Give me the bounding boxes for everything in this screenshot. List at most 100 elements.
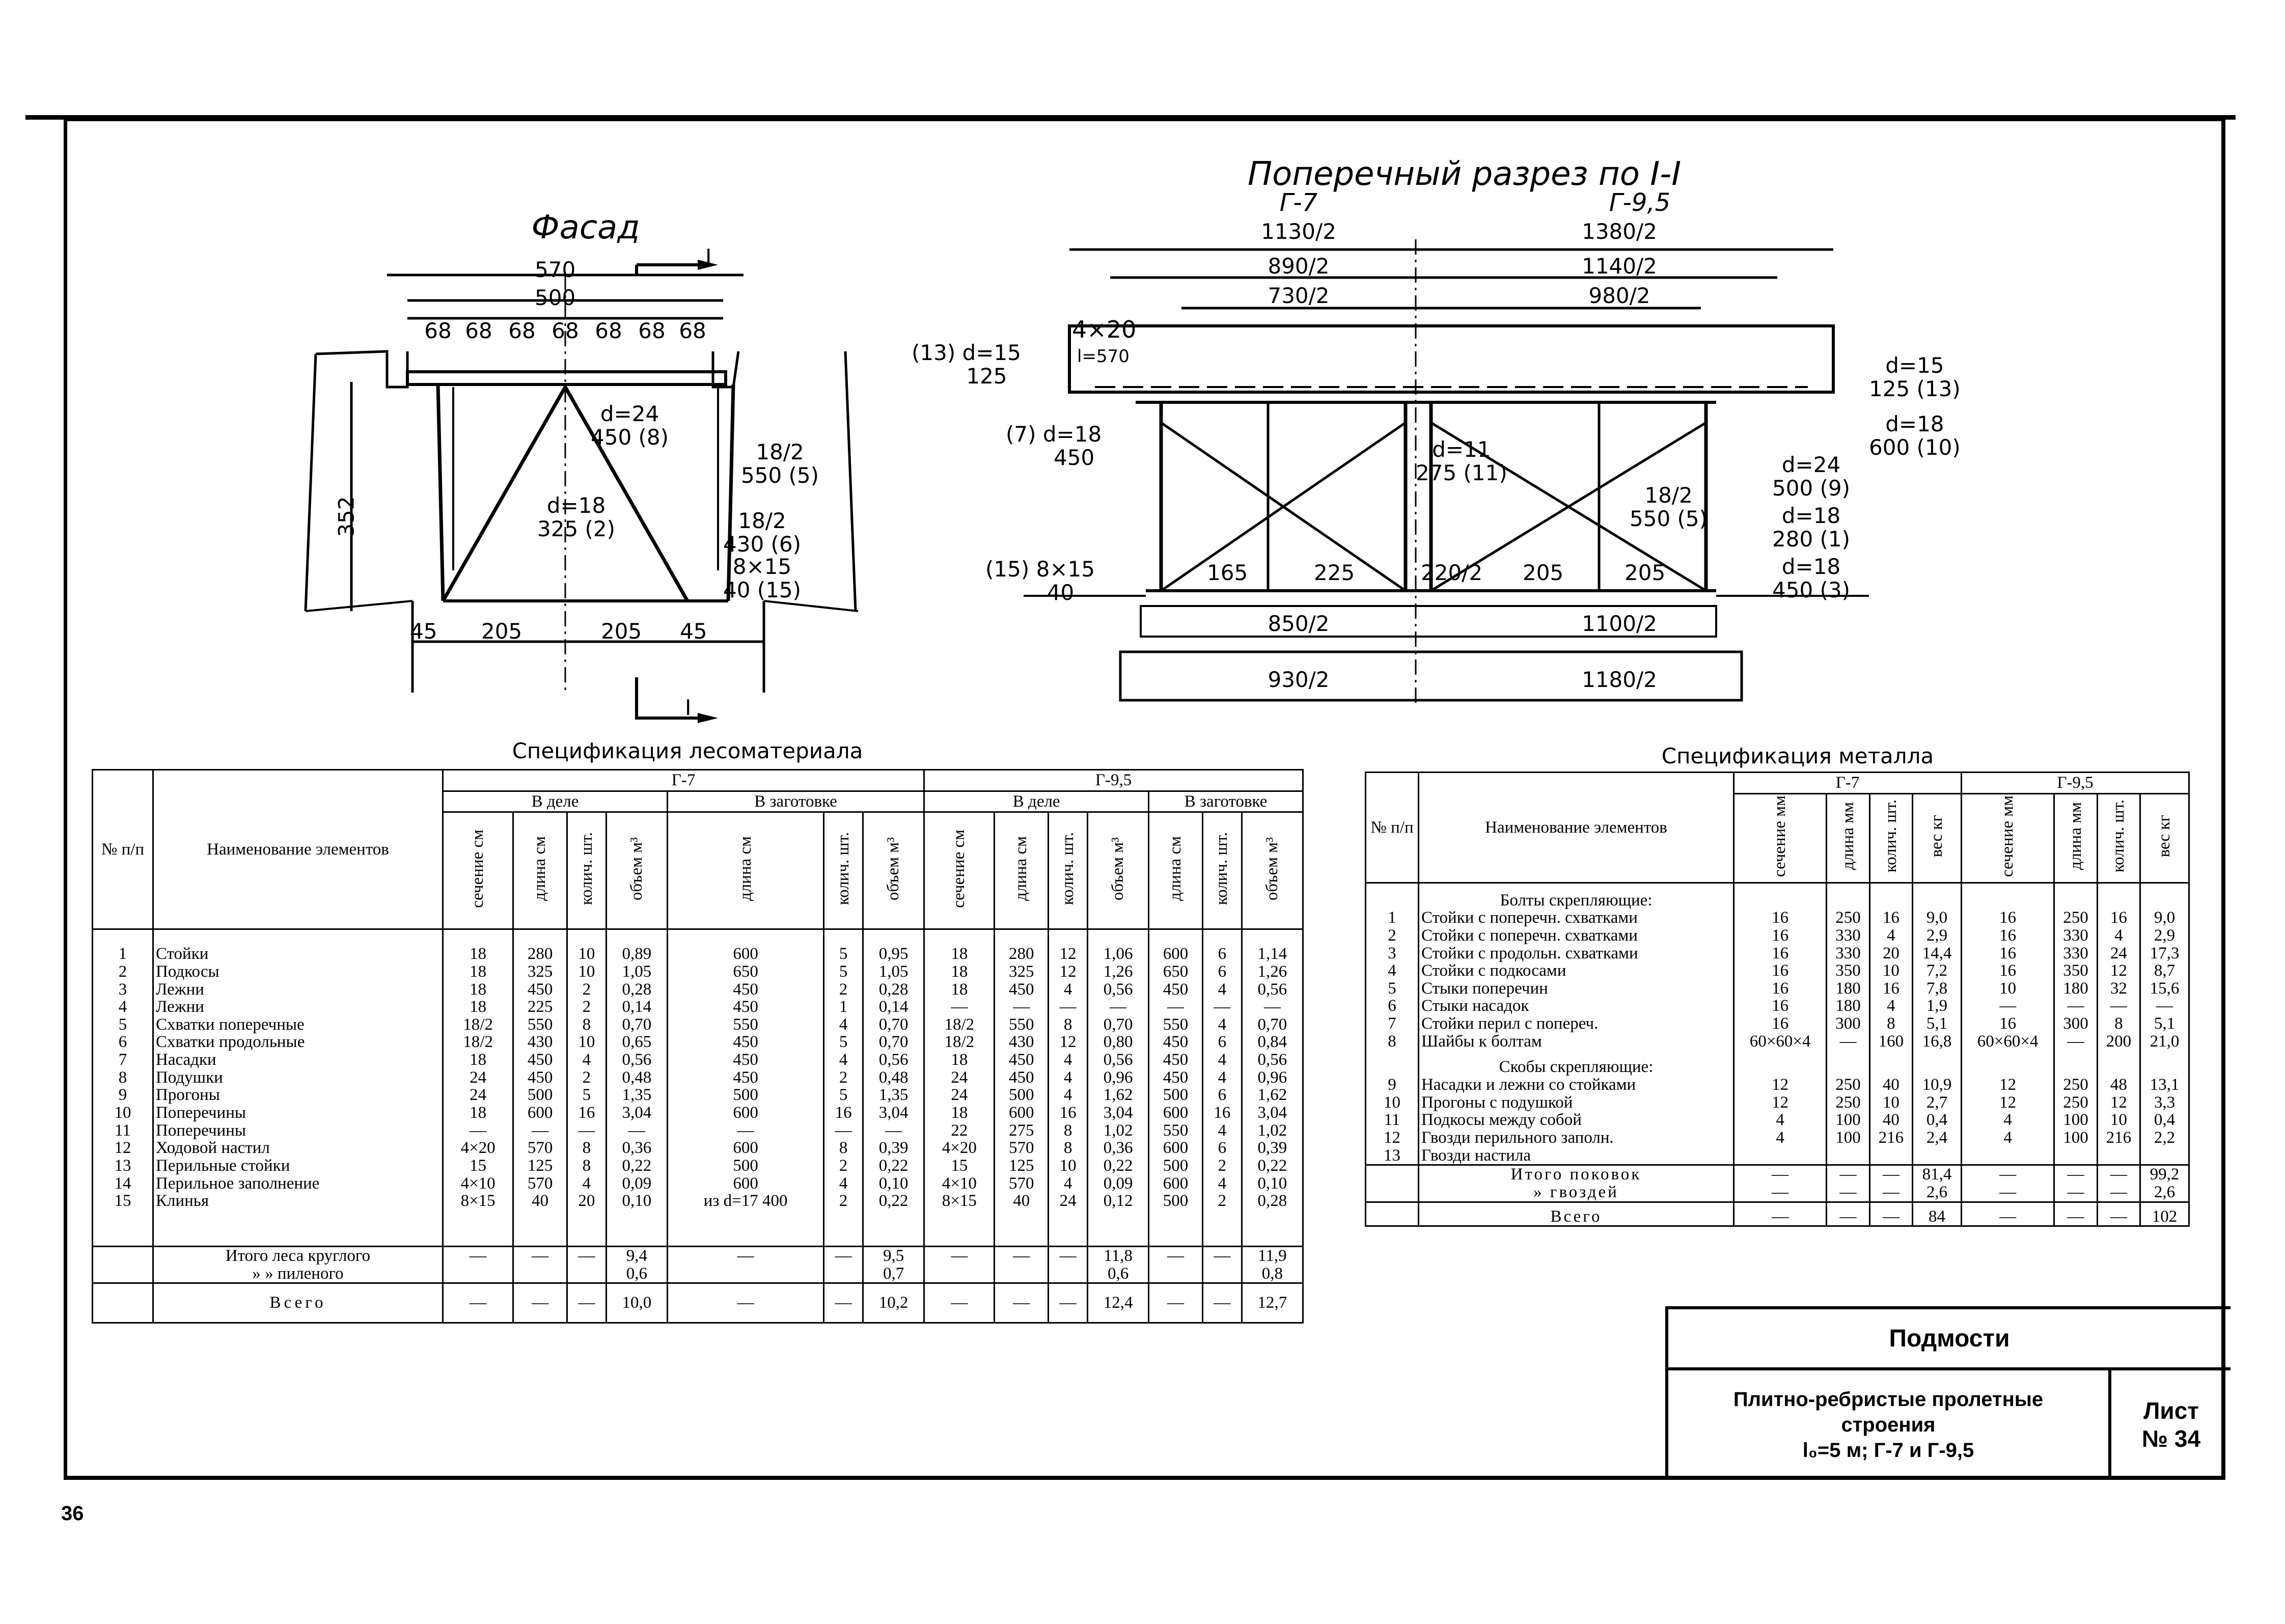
cell: 9,0 bbox=[1912, 909, 1962, 927]
cell: 4 bbox=[1365, 962, 1419, 980]
cell: 0,14 bbox=[862, 998, 925, 1016]
cell: 2 bbox=[566, 980, 607, 999]
cell: 0,10 bbox=[862, 1174, 925, 1193]
facade-dim: 68 bbox=[552, 318, 579, 343]
grand-total-row: Всего———84———102 bbox=[1365, 1201, 2190, 1227]
cell: 8 bbox=[1048, 1016, 1089, 1034]
cell: 2,7 bbox=[1912, 1094, 1962, 1112]
cell: 4 bbox=[1048, 1174, 1089, 1193]
cell: — bbox=[1201, 1245, 1243, 1265]
element-name: Схватки поперечные bbox=[152, 1016, 444, 1034]
cell: 570 bbox=[512, 1139, 568, 1157]
cell: — bbox=[442, 1245, 514, 1265]
cell: 8 bbox=[1048, 1122, 1089, 1140]
cell: 1,05 bbox=[862, 963, 925, 981]
col-sec: сечение мм bbox=[1732, 792, 1828, 884]
col-g95-blank: В заготовке bbox=[1148, 790, 1304, 813]
cross-dim: 730/2 bbox=[1268, 283, 1330, 308]
element-name: Подкосы между собой bbox=[1418, 1111, 1735, 1129]
cross-dim: 1140/2 bbox=[1582, 254, 1657, 279]
cell: 0,4 bbox=[2139, 1111, 2190, 1129]
cell: 3,3 bbox=[2139, 1094, 2190, 1112]
cell: 4 bbox=[823, 1051, 864, 1069]
element-name: Перильное заполнение bbox=[152, 1174, 444, 1193]
cell: 450 bbox=[994, 1069, 1050, 1087]
element-name: Стойки с поперечн. схватками bbox=[1418, 909, 1735, 927]
cell: — bbox=[823, 1282, 864, 1324]
cell: 84 bbox=[1912, 1201, 1962, 1227]
cell: 4 bbox=[823, 1016, 864, 1034]
element-name: Лежни bbox=[152, 980, 444, 999]
cell: 48 bbox=[2096, 1076, 2141, 1094]
element-name: Прогоны с подушкой bbox=[1418, 1094, 1735, 1112]
cell: 18 bbox=[442, 929, 514, 963]
col-g95: Г-9,5 bbox=[923, 769, 1304, 792]
cell: 16 bbox=[1732, 927, 1828, 945]
cell: 6 bbox=[1201, 1086, 1243, 1105]
cell bbox=[1048, 1264, 1089, 1283]
col-num: № п/п bbox=[92, 768, 154, 930]
facade-dim: 352 bbox=[334, 496, 359, 537]
cell: 0,96 bbox=[1087, 1069, 1150, 1087]
cell: 2,9 bbox=[1912, 927, 1962, 945]
cell: 4 bbox=[1868, 997, 1914, 1015]
col-qty: колич. шт. bbox=[823, 811, 864, 930]
cell: 7,2 bbox=[1912, 962, 1962, 980]
cell: 550 bbox=[1148, 1122, 1203, 1140]
cell: 10 bbox=[566, 963, 607, 981]
cell: 12 bbox=[1048, 1033, 1089, 1052]
cell: 5 bbox=[823, 1086, 864, 1105]
total-label: Всего bbox=[1418, 1201, 1735, 1227]
cell: 0,4 bbox=[1912, 1111, 1962, 1129]
cell: 0,28 bbox=[1241, 1192, 1304, 1210]
cell: 5 bbox=[823, 963, 864, 981]
cell: 16 bbox=[1732, 980, 1828, 998]
cell: 8 bbox=[1048, 1139, 1089, 1157]
cell: 16 bbox=[1732, 1015, 1828, 1033]
cell: 2 bbox=[566, 998, 607, 1016]
col-len: длина см bbox=[512, 811, 568, 930]
cell: — bbox=[1868, 1183, 1914, 1202]
cross-dim: 930/2 bbox=[1268, 667, 1330, 692]
cell: 0,56 bbox=[1087, 980, 1150, 999]
cell: 18 bbox=[442, 1051, 514, 1069]
cell bbox=[566, 1264, 607, 1283]
element-name: Стойки с подкосами bbox=[1418, 962, 1735, 980]
cell: 7,8 bbox=[1912, 980, 1962, 998]
col-qty: колич. шт. bbox=[1201, 811, 1243, 930]
cell: 3 bbox=[1365, 944, 1419, 962]
cell: 4 bbox=[2096, 927, 2141, 945]
cell: 40 bbox=[1868, 1111, 1914, 1129]
cell: — bbox=[1148, 1245, 1203, 1265]
cell: 2 bbox=[1201, 1157, 1243, 1175]
cell: — bbox=[994, 1282, 1050, 1324]
cell: 8×15 bbox=[442, 1192, 514, 1210]
facade-section-mark-top: I bbox=[705, 244, 712, 269]
cell bbox=[1148, 1264, 1203, 1283]
cell: 4 bbox=[1201, 1122, 1243, 1140]
facade-section-mark-bottom: I bbox=[685, 695, 692, 720]
cell: 5 bbox=[92, 1016, 154, 1034]
cell: — bbox=[566, 1282, 607, 1324]
cell: 500 bbox=[666, 1157, 825, 1175]
cell: 250 bbox=[1826, 909, 1870, 927]
cell: 500 bbox=[1148, 1086, 1203, 1105]
cell: 18 bbox=[442, 998, 514, 1016]
element-name: Стыки насадок bbox=[1418, 997, 1735, 1015]
cell: 2 bbox=[823, 1069, 864, 1087]
cell: 16 bbox=[1732, 944, 1828, 962]
cell: 450 bbox=[1148, 1051, 1203, 1069]
cell: 20 bbox=[1868, 944, 1914, 962]
cell: 10,9 bbox=[1912, 1076, 1962, 1094]
cell: 18/2 bbox=[442, 1033, 514, 1052]
cell: — bbox=[1960, 1201, 2055, 1227]
title-block-sheet: Лист № 34 bbox=[2141, 1397, 2201, 1452]
cross-dim: 850/2 bbox=[1268, 611, 1330, 636]
